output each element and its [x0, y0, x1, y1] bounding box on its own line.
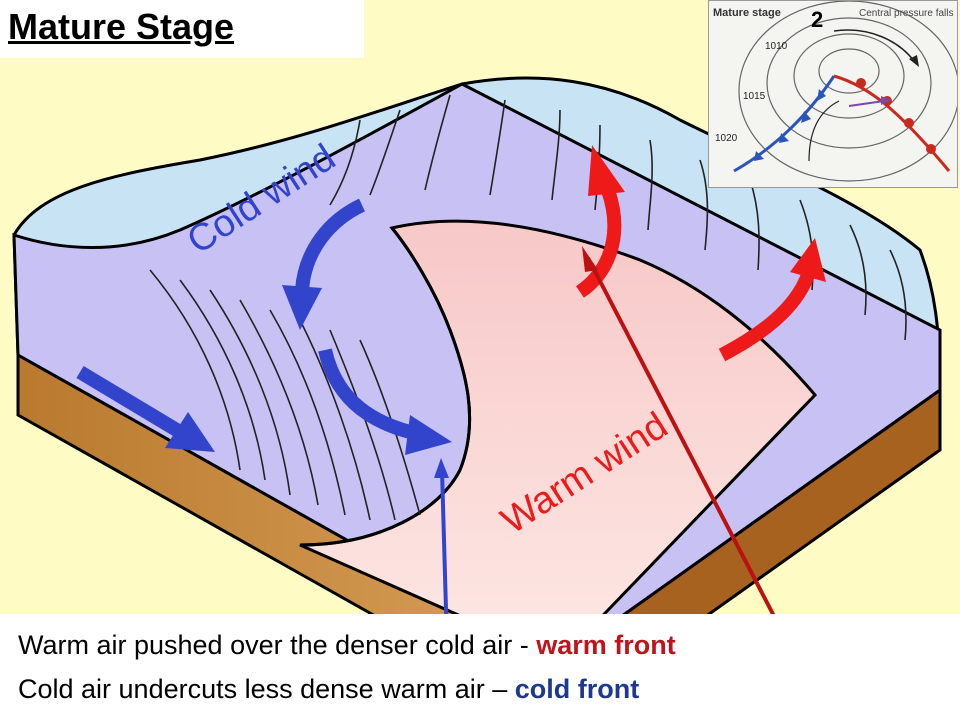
- inset-cold-front-triangles: [754, 89, 826, 161]
- warm-front-term: warm front: [536, 630, 676, 660]
- cold-arrow-mid-head: [405, 415, 452, 455]
- cold-arrow-left: [76, 365, 189, 442]
- cold-front-pointer-head: [434, 458, 449, 478]
- isobar-lines: [149, 94, 907, 521]
- warm-arrow-right: [718, 272, 815, 362]
- caption-line1-text: Warm air pushed over the denser cold air…: [18, 630, 537, 660]
- cold-arrow-top: [295, 198, 366, 291]
- inset-number: 2: [811, 7, 823, 32]
- inset-isobar-1015: 1015: [743, 91, 766, 102]
- cold-arrow-mid: [318, 348, 412, 439]
- title-panel: Mature Stage: [0, 0, 364, 58]
- warm-air-arrows: [575, 145, 826, 362]
- cold-front-outline: [299, 227, 472, 547]
- caption-line-warm-front: Warm air pushed over the denser cold air…: [18, 630, 676, 661]
- warm-arrow-right-head: [790, 238, 826, 282]
- caption-panel: [0, 614, 960, 720]
- warm-front-pointer: [586, 257, 777, 619]
- warm-arrow-left-head: [588, 145, 625, 196]
- page-title: Mature Stage: [8, 6, 235, 47]
- inset-heading: Mature stage: [713, 7, 781, 19]
- warm-front-pointer-head: [582, 246, 598, 272]
- inset-pressure-note: Central pressure falls: [859, 8, 953, 19]
- cold-arrow-left-head: [165, 412, 215, 452]
- inset-cold-front: [733, 75, 836, 173]
- warm-arrow-left: [575, 187, 622, 298]
- cold-front-term: cold front: [514, 674, 640, 704]
- caption-line2-text: Cold air undercuts less dense warm air –: [18, 674, 515, 704]
- inset-isobar-1010: 1010: [765, 41, 788, 52]
- inset-isobar-1020: 1020: [715, 133, 738, 144]
- inset-weather-map: Mature stage 2 Central pressure falls 10…: [708, 0, 960, 188]
- inset-map-graphic: Mature stage 2 Central pressure falls 10…: [709, 0, 960, 187]
- cold-air-arrows: [76, 198, 452, 455]
- caption-line-cold-front: Cold air undercuts less dense warm air –…: [18, 674, 639, 705]
- cold-arrow-top-head: [282, 285, 322, 330]
